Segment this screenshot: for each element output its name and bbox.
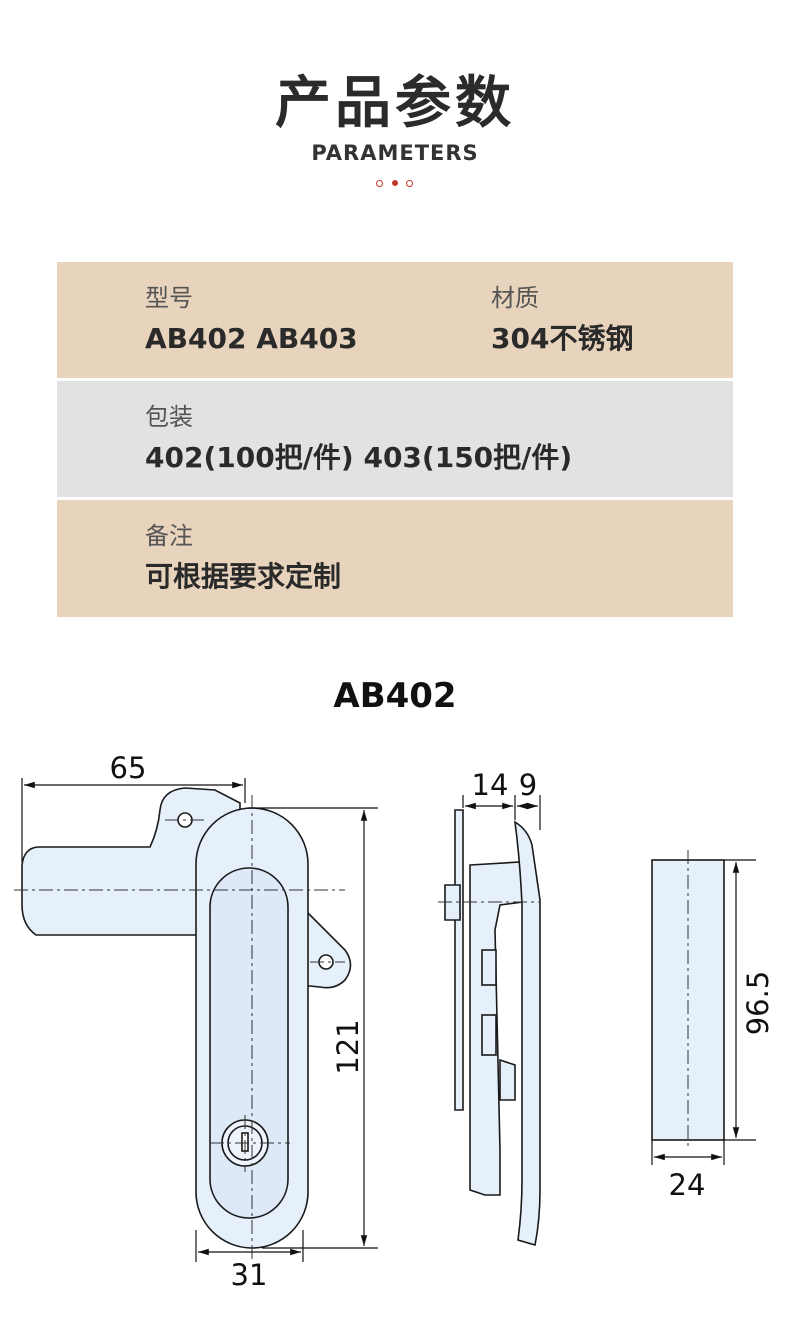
nut-icon <box>481 949 497 986</box>
param-cell: 备注 可根据要求定制 <box>145 520 341 598</box>
side-ear <box>299 903 352 989</box>
dot-icon <box>392 180 398 186</box>
param-cell: 包装 402(100把/件) 403(150把/件) <box>145 401 572 479</box>
side-view-cam <box>444 884 461 921</box>
param-value: AB402 AB403 <box>145 322 358 355</box>
front-view-centerlines <box>14 795 345 1262</box>
dim-side-width: 24 <box>669 1168 706 1202</box>
param-row-remark: 备注 可根据要求定制 <box>57 500 733 617</box>
param-label: 型号 <box>145 284 193 312</box>
dim-depth-a: 14 <box>472 768 509 802</box>
side-view-handle-back <box>499 1058 516 1101</box>
param-cell: 材质 304不锈钢 <box>491 282 633 360</box>
front-view-dimensions <box>21 778 378 1262</box>
page-subtitle: PARAMETERS <box>311 141 479 165</box>
param-value: 402(100把/件) 403(150把/件) <box>145 441 573 474</box>
dim-height: 121 <box>331 1019 365 1074</box>
side-view-panel <box>454 809 464 1111</box>
side-view-dimensions <box>462 795 541 830</box>
front-view <box>21 787 352 1249</box>
dim-width-top: 65 <box>110 751 147 785</box>
title-dots-decoration <box>374 178 416 190</box>
param-row-model: 型号 AB402 AB403 材质 304不锈钢 <box>57 262 733 378</box>
dot-icon <box>406 180 413 187</box>
nut-icon <box>481 1014 497 1056</box>
rear-view-dimensions <box>651 859 756 1165</box>
side-view-handle <box>513 820 541 1247</box>
side-view <box>444 809 541 1247</box>
dot-icon <box>376 180 383 187</box>
param-label: 材质 <box>491 284 539 312</box>
dim-width-bottom: 31 <box>231 1258 268 1292</box>
param-row-packaging: 包装 402(100把/件) 403(150把/件) <box>57 381 733 497</box>
param-label: 备注 <box>145 522 193 550</box>
param-value: 304不锈钢 <box>491 322 634 355</box>
drawing-model-title: AB402 <box>333 676 457 716</box>
dim-depth-b: 9 <box>519 768 537 802</box>
param-label: 包装 <box>145 403 193 431</box>
dim-side-height: 96.5 <box>741 971 775 1036</box>
param-cell: 型号 AB402 AB403 <box>145 282 358 360</box>
param-value: 可根据要求定制 <box>145 560 342 593</box>
page-title: 产品参数 <box>275 71 515 136</box>
